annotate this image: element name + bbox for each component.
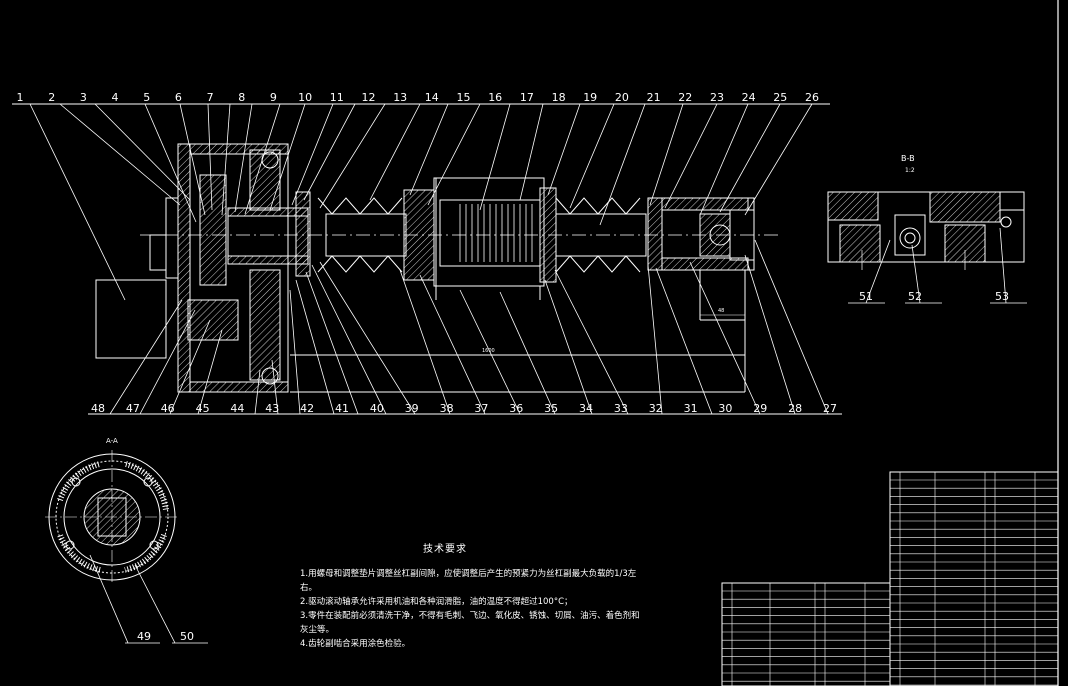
note-line-3: 2.驱动滚动轴承允许采用机油和各种润滑脂，油的温度不得超过100°C； [300, 597, 573, 607]
section-b-b-view [827, 191, 1025, 270]
balloon-47: 47 [126, 402, 140, 415]
balloon-8: 8 [238, 91, 245, 104]
note-line-5: 灰尘等。 [300, 625, 335, 635]
leader-lines-top [29, 103, 813, 301]
balloon-29: 29 [753, 402, 767, 415]
balloon-50: 50 [180, 630, 194, 643]
balloon-21: 21 [647, 91, 661, 104]
balloon-23: 23 [710, 91, 724, 104]
section-b-b-title: B-B [901, 154, 915, 163]
balloon-6: 6 [175, 91, 182, 104]
dimension-1600: 1600 [482, 348, 495, 354]
balloon-19: 19 [583, 91, 597, 104]
balloon-12: 12 [362, 91, 376, 104]
balloon-48: 48 [91, 402, 105, 415]
balloon-9: 9 [270, 91, 277, 104]
part-balloons-bottom: 48 47 46 45 44 43 42 41 40 39 38 37 36 35 34 33 32 31 30 29… [91, 402, 837, 415]
balloon-35: 35 [544, 402, 558, 415]
balloon-2: 2 [48, 91, 55, 104]
section-a-a-title: A-A [106, 437, 118, 445]
balloon-7: 7 [207, 91, 214, 104]
balloon-44: 44 [230, 402, 244, 415]
leader-lines-bottom [109, 239, 829, 415]
technical-requirements-title: 技术要求 [423, 544, 467, 555]
balloon-20: 20 [615, 91, 629, 104]
balloon-15: 15 [457, 91, 471, 104]
section-b-b-leaders [848, 227, 1027, 304]
balloon-34: 34 [579, 402, 593, 415]
dimension-48: 48 [718, 308, 724, 314]
balloon-27: 27 [823, 402, 837, 415]
balloon-30: 30 [718, 402, 732, 415]
section-b-b-scale: 1:2 [905, 167, 915, 174]
balloon-22: 22 [678, 91, 692, 104]
balloon-4: 4 [112, 91, 119, 104]
balloon-37: 37 [474, 402, 488, 415]
balloon-3: 3 [80, 91, 87, 104]
balloon-43: 43 [265, 402, 279, 415]
balloon-31: 31 [684, 402, 698, 415]
balloon-10: 10 [298, 91, 312, 104]
note-line-1: 1.用螺母和调整垫片调整丝杠副间隙，应使调整后产生的预紧力为丝杠副最大负载的1/… [300, 569, 637, 579]
note-line-6: 4.齿轮副啮合采用涂色检验。 [300, 639, 411, 649]
balloon-38: 38 [440, 402, 454, 415]
balloon-11: 11 [330, 91, 344, 104]
balloon-1: 1 [17, 91, 24, 104]
balloon-14: 14 [425, 91, 439, 104]
balloon-5: 5 [143, 91, 150, 104]
balloon-28: 28 [788, 402, 802, 415]
balloon-51: 51 [859, 290, 873, 303]
dimension-lines [310, 314, 745, 356]
balloon-41: 41 [335, 402, 349, 415]
balloon-16: 16 [488, 91, 502, 104]
balloon-25: 25 [773, 91, 787, 104]
balloon-45: 45 [196, 402, 210, 415]
balloon-36: 36 [509, 402, 523, 415]
balloon-24: 24 [742, 91, 756, 104]
parts-list-table [721, 471, 1059, 686]
balloon-46: 46 [161, 402, 175, 415]
balloon-42: 42 [300, 402, 314, 415]
balloon-13: 13 [393, 91, 407, 104]
balloon-52: 52 [908, 290, 922, 303]
section-a-a-leaders [89, 554, 208, 644]
note-line-4: 3.零件在装配前必须清洗干净，不得有毛刺、飞边、氧化皮、锈蚀、切屑、油污、着色剂… [300, 611, 640, 621]
balloon-17: 17 [520, 91, 534, 104]
balloon-32: 32 [649, 402, 663, 415]
balloon-39: 39 [405, 402, 419, 415]
balloon-33: 33 [614, 402, 628, 415]
balloon-26: 26 [805, 91, 819, 104]
section-a-a-view [45, 450, 180, 585]
balloon-40: 40 [370, 402, 384, 415]
balloon-18: 18 [552, 91, 566, 104]
main-assembly-view [95, 143, 780, 393]
note-line-2: 右。 [300, 583, 318, 593]
technical-requirements: 技术要求 1.用螺母和调整垫片调整丝杠副间隙，应使调整后产生的预紧力为丝杠副最大… [300, 543, 640, 651]
balloon-49: 49 [137, 630, 151, 643]
balloon-53: 53 [995, 290, 1009, 303]
